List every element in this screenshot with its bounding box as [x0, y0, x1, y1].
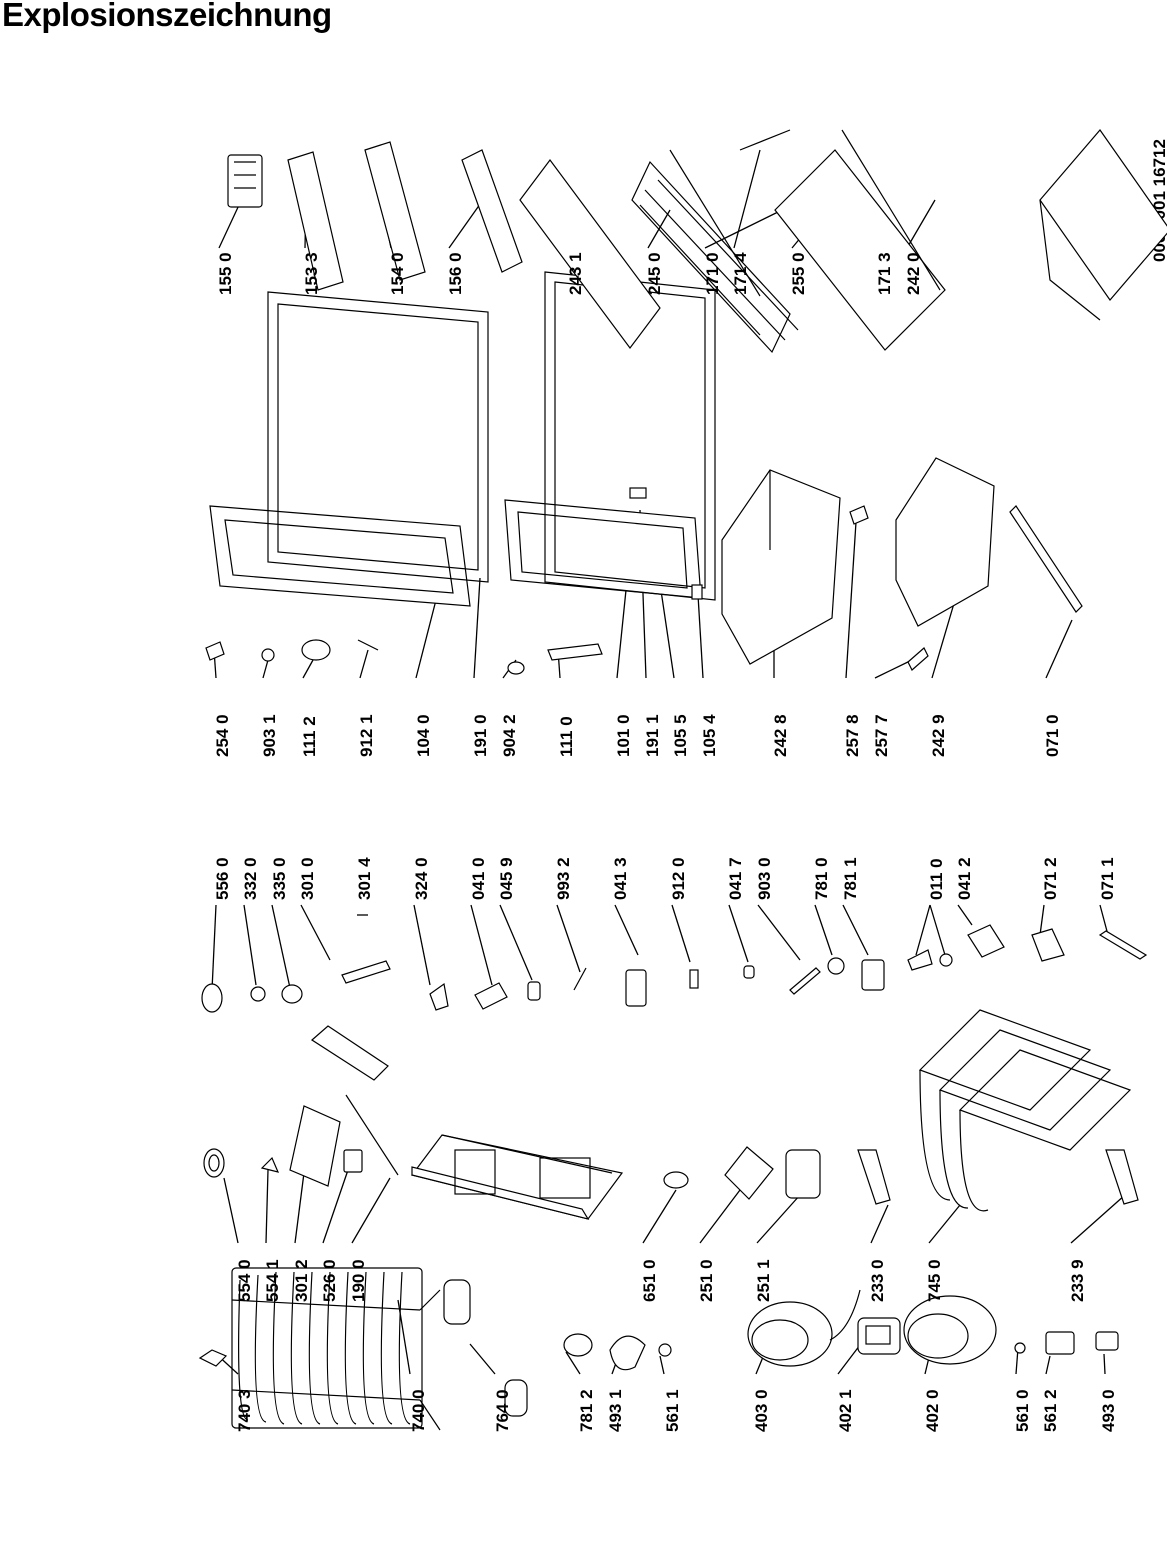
- part-number-label: 257 7: [872, 714, 891, 757]
- part-number-label: 493 1: [606, 1389, 625, 1432]
- part-number-label: 104 0: [414, 714, 433, 757]
- part-number-label: 243 1: [566, 252, 585, 295]
- part-number-label: 153 3: [302, 252, 321, 295]
- part-number-label: 912 0: [669, 857, 688, 900]
- part-number-label: 041 3: [611, 857, 630, 900]
- part-number-label: 154 0: [388, 252, 407, 295]
- part-number-label: 403 0: [752, 1389, 771, 1432]
- condenser-coil: [231, 1267, 441, 1431]
- part-number-label: 171 4: [731, 252, 750, 295]
- part-number-label: 233 0: [868, 1259, 887, 1302]
- part-number-label: 402 1: [836, 1389, 855, 1432]
- evaporator-grid: [918, 1009, 1132, 1212]
- part-number-label: 155 0: [216, 252, 235, 295]
- part-number-label: 781 0: [812, 857, 831, 900]
- cabinet-body: [410, 1134, 624, 1220]
- part-number-label: 171 3: [875, 252, 894, 295]
- part-number-labels: 740 3 740 0 764 0 781 2 493 1 561 1 403 0 402 1…: [213, 252, 1118, 1432]
- part-number-label: 255 0: [789, 252, 808, 295]
- part-number-label: 781 1: [841, 857, 860, 900]
- part-number-label: 554 1: [263, 1259, 282, 1302]
- part-number-label: 111 2: [300, 716, 319, 757]
- part-number-label: 651 0: [640, 1259, 659, 1302]
- part-number-label: 242 0: [904, 252, 923, 295]
- part-number-label: 903 0: [755, 857, 774, 900]
- part-number-label: 191 0: [471, 714, 490, 757]
- part-number-label: 190 0: [349, 1259, 368, 1302]
- part-number-label: 045 9: [497, 857, 516, 900]
- part-number-label: 556 0: [213, 857, 232, 900]
- part-number-label: 903 1: [260, 714, 279, 757]
- part-number-label: 071 1: [1098, 857, 1117, 900]
- part-number-label: 526 0: [320, 1259, 339, 1302]
- part-number-label: 171 0: [703, 252, 722, 295]
- part-number-label: 301 4: [355, 857, 374, 900]
- part-number-label: 101 0: [614, 714, 633, 757]
- part-number-label: 781 2: [577, 1389, 596, 1432]
- part-number-label: 071 0: [1043, 714, 1062, 757]
- leader-lines: [211, 149, 1126, 1375]
- part-number-label: 493 0: [1099, 1389, 1118, 1432]
- part-number-label: 251 0: [697, 1259, 716, 1302]
- part-number-label: 301 2: [292, 1259, 311, 1302]
- part-number-label: 041 0: [469, 857, 488, 900]
- part-number-label: 105 4: [700, 714, 719, 757]
- part-number-label: 245 0: [645, 252, 664, 295]
- part-number-label: 561 2: [1041, 1389, 1060, 1432]
- part-number-label: 251 1: [754, 1259, 773, 1302]
- page-title: Explosionszeichnung: [2, 0, 332, 33]
- part-number-label: 561 1: [663, 1389, 682, 1432]
- door-panel: [209, 505, 471, 607]
- part-number-label: 332 0: [241, 857, 260, 900]
- part-number-label: 324 0: [412, 857, 431, 900]
- part-number-label: 740 0: [409, 1389, 428, 1432]
- part-number-label: 254 0: [213, 714, 232, 757]
- part-number-label: 740 3: [235, 1389, 254, 1432]
- part-number-label: 912 1: [357, 714, 376, 757]
- part-number-label: 257 8: [843, 714, 862, 757]
- part-number-label: 233 9: [1068, 1259, 1087, 1302]
- part-number-label: 041 2: [955, 857, 974, 900]
- part-number-label: 561 0: [1013, 1389, 1032, 1432]
- part-number-label: 402 0: [923, 1389, 942, 1432]
- part-number-label: 554 0: [235, 1259, 254, 1302]
- part-number-label: 335 0: [270, 857, 289, 900]
- part-number-label: 111 0: [557, 716, 576, 757]
- part-number-label: 242 9: [929, 714, 948, 757]
- part-number-label: 041 7: [726, 857, 745, 900]
- part-number-label: 904 2: [500, 714, 519, 757]
- part-number-label: 745 0: [925, 1259, 944, 1302]
- part-number-label: 301 0: [298, 857, 317, 900]
- part-number-label: 071 2: [1041, 857, 1060, 900]
- part-illustrations: [198, 129, 1167, 1431]
- part-number-label: 993 2: [554, 857, 573, 900]
- part-number-label: 011 0: [927, 858, 946, 900]
- part-number-label: 191 1: [643, 714, 662, 757]
- part-number-label: 105 5: [671, 714, 690, 757]
- part-number-label: 242 8: [771, 714, 790, 757]
- part-number-label: 156 0: [446, 252, 465, 295]
- part-number-label: 764 0: [493, 1389, 512, 1432]
